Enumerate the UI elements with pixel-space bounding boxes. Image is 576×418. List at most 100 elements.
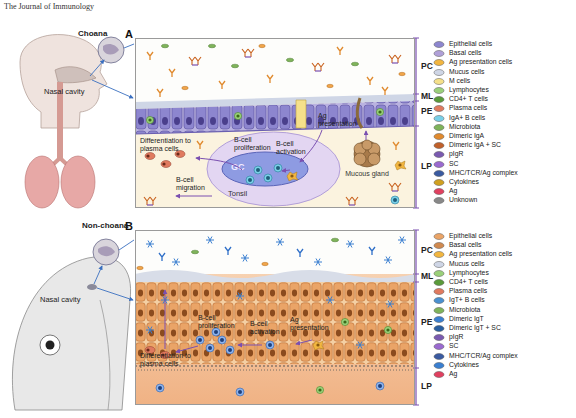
legend-text: SC <box>449 342 458 349</box>
legend-text: Plasma cells <box>449 104 487 111</box>
legend-icon <box>432 95 446 104</box>
legend-row: Epithelial cells <box>432 40 574 49</box>
process-label: B-cell activation <box>250 320 290 335</box>
layer-bracket <box>413 38 419 405</box>
legend-icon <box>432 40 446 49</box>
legend-icon <box>432 296 446 305</box>
legend-icon-shape <box>434 180 444 186</box>
legend-icon <box>432 232 446 241</box>
legend-icon-shape <box>434 189 444 195</box>
legend-icon-shape <box>434 88 444 94</box>
legend-icon-shape <box>434 124 444 130</box>
legend-row: Lymphocytes <box>432 269 574 278</box>
legend-icon-shape <box>434 97 444 103</box>
region-label: Non-choana <box>82 222 128 231</box>
legend-row: CD4+ T cells <box>432 278 574 287</box>
region-label: Choana <box>78 30 107 39</box>
legend-icon <box>432 370 446 379</box>
legend-icon-shape <box>434 307 444 313</box>
legend-text: Dimeric IgT <box>449 315 484 322</box>
legend-text: Ag <box>449 370 457 377</box>
legend-text: Plasma cells <box>449 287 487 294</box>
legend-row: Mucus cells <box>432 68 574 77</box>
legend-text: Unknown <box>449 196 477 203</box>
legend-row: Basal cells <box>432 241 574 250</box>
legend-icon-shape <box>434 161 444 167</box>
legend-row: pIgR <box>432 150 574 159</box>
legend-row: Cytokines <box>432 361 574 370</box>
legend-text: Epithelial cells <box>449 40 492 47</box>
panel-letter: A <box>125 29 133 41</box>
gland-lobe <box>354 141 380 167</box>
legend-icon <box>432 352 446 361</box>
legend-text: Dimeric IgA + SC <box>449 141 501 148</box>
legend-icon-shape <box>434 372 444 378</box>
legend-text: Ag <box>449 187 457 194</box>
legend-icon-shape <box>434 289 444 295</box>
legend-text: pIgR <box>449 150 463 157</box>
legend-icon <box>432 241 446 250</box>
legend-text: IgT+ B cells <box>449 296 485 303</box>
legend-row: Ag <box>432 187 574 196</box>
legend-icon <box>432 150 446 159</box>
legend-icon-shape <box>434 344 444 350</box>
legend-text: SC <box>449 160 458 167</box>
legend-row: Epithelial cells <box>432 232 574 241</box>
legend-icon-shape <box>434 353 444 359</box>
legend-icon-shape <box>434 261 444 267</box>
legend-row: pIgR <box>432 333 574 342</box>
legend-row: IgA+ B cells <box>432 114 574 123</box>
legend-row: IgT+ B cells <box>432 296 574 305</box>
process-label: B-cell proliferation <box>234 136 282 151</box>
legend-icon <box>432 132 446 141</box>
layer-label: LP <box>421 382 432 391</box>
legend-text: Mucus cells <box>449 68 485 75</box>
legend-text: Cytokines <box>449 178 479 185</box>
legend-icon <box>432 306 446 315</box>
tonsil-label: Tonsil <box>228 190 247 198</box>
legend-icon-shape <box>434 143 444 149</box>
legend-row: SC <box>432 342 574 351</box>
legend-row: Microbiota <box>432 306 574 315</box>
layer-label: ML <box>421 92 433 101</box>
tissue-panel: B <box>135 230 415 405</box>
legend-icon <box>432 160 446 169</box>
legend-icon <box>432 333 446 342</box>
germinal-center-fill <box>222 152 308 186</box>
legend-row: Ag presentation cells <box>432 250 574 259</box>
legend-row: Lymphocytes <box>432 86 574 95</box>
legend-text: Lymphocytes <box>449 269 489 276</box>
legend-row: Dimeric IgT + SC <box>432 324 574 333</box>
legend-icon-shape <box>434 316 444 322</box>
legend-icon <box>432 324 446 333</box>
legend-row: Dimeric IgA + SC <box>432 141 574 150</box>
legend-icon <box>432 287 446 296</box>
tonsil-region-fill <box>207 132 340 206</box>
process-label: Differentiation to plasma cells <box>140 352 198 367</box>
gland-lobe <box>368 153 380 165</box>
region-label: Nasal cavity <box>40 296 80 304</box>
legend-row: Basal cells <box>432 49 574 58</box>
layer-label: PC <box>421 246 433 255</box>
legend-text: Cytokines <box>449 361 479 368</box>
legend-row: Mucus cells <box>432 260 574 269</box>
layer-label: LP <box>421 162 432 171</box>
legend-icon <box>432 315 446 324</box>
legend-icon-shape <box>434 69 444 75</box>
legend-row: CD4+ T cells <box>432 95 574 104</box>
process-label: B-cell proliferation <box>198 314 246 329</box>
process-label: Ag presentation <box>290 316 338 331</box>
legend-icon <box>432 104 446 113</box>
legend-icon-shape <box>434 298 444 304</box>
germinal-center: GC <box>221 151 309 187</box>
legend-icon-shape <box>434 152 444 158</box>
flow-arrows <box>165 130 366 352</box>
legend-icon <box>432 250 446 259</box>
legend-text: MHC/TCR/Ag complex <box>449 352 518 359</box>
legend-icon <box>432 86 446 95</box>
legend-row: SC <box>432 160 574 169</box>
mucous-gland: Mucous gland <box>336 139 398 189</box>
legend-icon-shape <box>434 270 444 276</box>
legend-text: MHC/TCR/Ag complex <box>449 169 518 176</box>
